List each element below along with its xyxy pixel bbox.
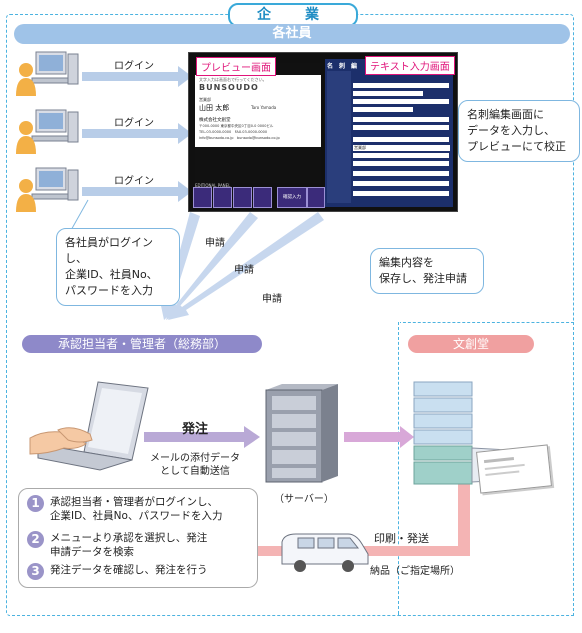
order-arrow [144,426,260,448]
server-label: （サーバー） [274,494,334,505]
text-field-5[interactable] [353,117,449,122]
text-input-panel: 名 刺 編 営業部 [325,59,453,207]
callout-login-info: 各社員がログインし、 企業ID、社員No、 パスワードを入力 [56,228,180,306]
text-field-12[interactable] [353,181,449,186]
delivery-place-label: 納品（ご指定場所） [370,566,460,577]
toolbar-button-6[interactable] [307,187,325,208]
laptop-icon [28,378,152,474]
section-bunsodo: 文創堂 [408,335,534,353]
login-arrow-2 [82,123,192,144]
section-approver: 承認担当者・管理者（総務部） [22,335,262,353]
apply-label-2: 申請 [234,265,254,276]
apply-label-3: 申請 [262,294,282,305]
business-card-icon [476,444,552,494]
text-field-10[interactable] [353,161,449,166]
apply-label-1: 申請 [205,238,225,249]
dept-field[interactable]: 営業部 [353,145,450,151]
login-label-3: ログイン [114,176,154,187]
step-number-3: 3 [27,563,44,580]
toolbar-button-3[interactable] [233,187,252,208]
employee-pc-3 [14,166,80,214]
text-field-4[interactable] [353,107,413,112]
step-number-2: 2 [27,531,44,548]
text-input-badge: テキスト入力画面 [365,56,455,75]
order-label: 発注 [182,422,209,437]
section-company: 各社員 [14,24,570,44]
text-field-2[interactable] [353,91,423,96]
server-icon [262,382,342,486]
toolbar-button-4[interactable] [253,187,272,208]
employee-pc-1 [14,50,80,98]
van-icon [278,530,372,574]
step-number-1: 1 [27,495,44,512]
callout-edit-screen: 名刺編集画面に データを入力し、 プレビューにて校正 [458,100,580,162]
send-arrow [344,426,414,448]
apply-input-button[interactable]: 確認入力 [277,187,307,208]
brand-logo: BUNSOUDO [199,83,259,92]
text-field-13[interactable] [353,191,449,196]
apply-arrow-2 [166,212,258,320]
employee-pc-2 [14,108,80,156]
login-label-2: ログイン [114,118,154,129]
print-ship-label: 印刷・発送 [374,532,429,545]
callout-save-apply: 編集内容を 保存し、発注申請 [370,248,484,294]
toolbar-button-1[interactable] [193,187,212,208]
login-arrow-3 [82,181,192,202]
toolbar-button-2[interactable] [213,187,232,208]
login-label-1: ログイン [114,61,154,72]
text-field-7[interactable] [353,137,449,142]
apply-arrow-3 [168,212,324,320]
email-note: メールの添付データ として自動送信 [150,453,240,477]
preview-screen: 文字入力は画面右で行ってください。 BUNSOUDO 営業部 山田 太郎 Tar… [188,52,458,212]
preview-badge: プレビュー画面 [196,57,276,76]
preview-toolbar: 確認入力 [193,187,325,208]
text-field-3[interactable] [353,99,449,104]
text-field-6[interactable] [353,125,449,130]
text-field-11[interactable] [353,171,449,176]
business-card-preview: 文字入力は画面右で行ってください。 BUNSOUDO 営業部 山田 太郎 Tar… [195,75,321,147]
bunsodo-frame-left [398,322,399,614]
text-field-9[interactable] [353,153,449,158]
login-arrow-1 [82,66,192,87]
text-field-1[interactable] [353,83,449,88]
